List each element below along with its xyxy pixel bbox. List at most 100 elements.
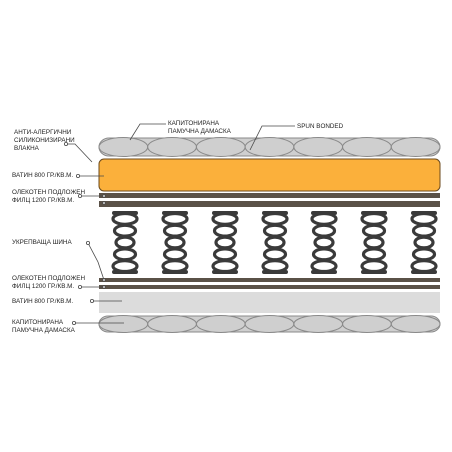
spring-coil <box>410 259 438 274</box>
leader-lines-group <box>64 123 295 325</box>
quilt-bottom-puff <box>147 315 197 333</box>
spring-coil <box>214 235 236 250</box>
spring-coil <box>114 235 136 250</box>
batting-bottom-layer <box>99 292 440 313</box>
spring-coil <box>262 223 288 238</box>
spring-top-ring <box>212 211 238 215</box>
spring-coil <box>411 247 437 262</box>
felt-top-layer-1 <box>99 193 440 198</box>
spring-top-ring <box>361 211 387 215</box>
spring-coil <box>212 247 238 262</box>
spring-coil <box>112 247 138 262</box>
quilted-damask-bottom-layer <box>98 315 441 333</box>
quilt-bottom-puff <box>244 315 295 333</box>
coil-spring-icon <box>360 211 388 274</box>
leader-quilted-top-line <box>129 123 166 141</box>
coil-springs-group <box>111 211 438 274</box>
leader-dot-icon <box>76 173 81 178</box>
spring-coil <box>211 211 239 226</box>
spring-coil <box>162 223 188 238</box>
leader-dot-icon <box>102 201 106 205</box>
leader-anti-allergic-line <box>66 143 93 163</box>
spring-coil <box>413 235 435 250</box>
spring-coil <box>310 259 338 274</box>
label-batting-bottom: ВАТИН 800 гр./кв.м. <box>12 298 74 305</box>
spring-coil <box>311 223 337 238</box>
leader-dot-icon <box>102 285 106 289</box>
quilt-top-puff <box>390 137 441 157</box>
spring-coil <box>264 235 286 250</box>
leader-dot-icon <box>102 194 106 198</box>
spring-coil <box>363 235 385 250</box>
spring-coil <box>411 223 437 238</box>
spring-top-ring <box>411 211 437 215</box>
felt-bottom-layer-2 <box>99 285 440 289</box>
label-quilted-bottom: КАПИТОНИРАНА ПАМУЧНА ДАМАСКА <box>12 319 75 334</box>
spring-coil <box>311 247 337 262</box>
spring-bottom-ring <box>311 270 337 274</box>
spring-top-ring <box>112 211 138 215</box>
leader-dot-icon <box>78 193 83 198</box>
quilt-top-puff <box>147 137 197 157</box>
label-rail: УКРЕПВАЩА ШИНА <box>12 239 72 246</box>
spring-coil <box>410 211 438 226</box>
spring-bottom-ring <box>411 270 437 274</box>
spring-coil <box>360 259 388 274</box>
quilt-top-puff <box>195 137 246 157</box>
quilt-top-puff <box>98 137 149 157</box>
coil-spring-icon <box>161 211 189 274</box>
coil-spring-icon <box>310 211 338 274</box>
spring-coil <box>162 247 188 262</box>
spring-coil <box>111 259 139 274</box>
spring-coil <box>112 223 138 238</box>
spring-coil <box>211 259 239 274</box>
quilt-bottom-puff <box>195 315 246 333</box>
spring-coil <box>164 235 186 250</box>
spring-top-ring <box>311 211 337 215</box>
label-anti-allergic: АНТИ-АЛЕРГИЧНИ СИЛИКОНИЗИРАНИ ВЛАКНА <box>14 129 75 152</box>
quilt-bottom-puff <box>98 315 149 333</box>
spring-coil <box>161 259 189 274</box>
quilt-top-puff <box>342 137 392 157</box>
felt-top-layer-2 <box>99 201 440 207</box>
spring-coil <box>313 235 335 250</box>
spring-bottom-ring <box>262 270 288 274</box>
spring-coil <box>212 223 238 238</box>
quilt-top-puff <box>293 137 344 157</box>
quilt-bottom-puff <box>293 315 344 333</box>
spring-coil <box>360 211 388 226</box>
quilted-damask-top-layer <box>98 137 441 157</box>
batting-top-layer <box>98 158 441 192</box>
leader-dot-icon <box>90 298 95 303</box>
spring-bottom-ring <box>212 270 238 274</box>
quilt-bottom-puff <box>390 315 441 333</box>
quilt-bottom-puff <box>342 315 392 333</box>
coil-spring-icon <box>211 211 239 274</box>
spring-bottom-ring <box>361 270 387 274</box>
label-spun-bonded: SPUN BONDED <box>297 123 344 130</box>
label-quilted-top: КАПИТОНИРАНА ПАМУЧНА ДАМАСКА <box>168 120 231 135</box>
spring-coil <box>361 247 387 262</box>
felt-bottom-layer-1 <box>99 278 440 282</box>
coil-spring-icon <box>111 211 139 274</box>
coil-spring-icon <box>261 211 289 274</box>
spring-bottom-ring <box>162 270 188 274</box>
spring-coil <box>111 211 139 226</box>
leader-dot-icon <box>102 278 106 282</box>
spring-top-ring <box>162 211 188 215</box>
coil-spring-icon <box>410 211 438 274</box>
quilt-top-puff <box>244 137 295 157</box>
spring-coil <box>361 223 387 238</box>
label-felt-top: ОЛЕКОТЕН ПОДЛОЖЕН ФИЛЦ 1200 гр./кв.м. <box>12 189 86 204</box>
leader-dot-icon <box>86 240 91 245</box>
leader-dot-icon <box>72 320 77 325</box>
spring-top-ring <box>262 211 288 215</box>
leader-spun-bonded-line <box>249 125 295 151</box>
spring-coil <box>261 259 289 274</box>
label-felt-bottom: ОЛЕКОТЕН ПОДЛОЖЕН ФИЛЦ 1200 гр./кв.м. <box>12 275 86 290</box>
spring-coil <box>261 211 289 226</box>
spring-coil <box>310 211 338 226</box>
spring-bottom-ring <box>112 270 138 274</box>
